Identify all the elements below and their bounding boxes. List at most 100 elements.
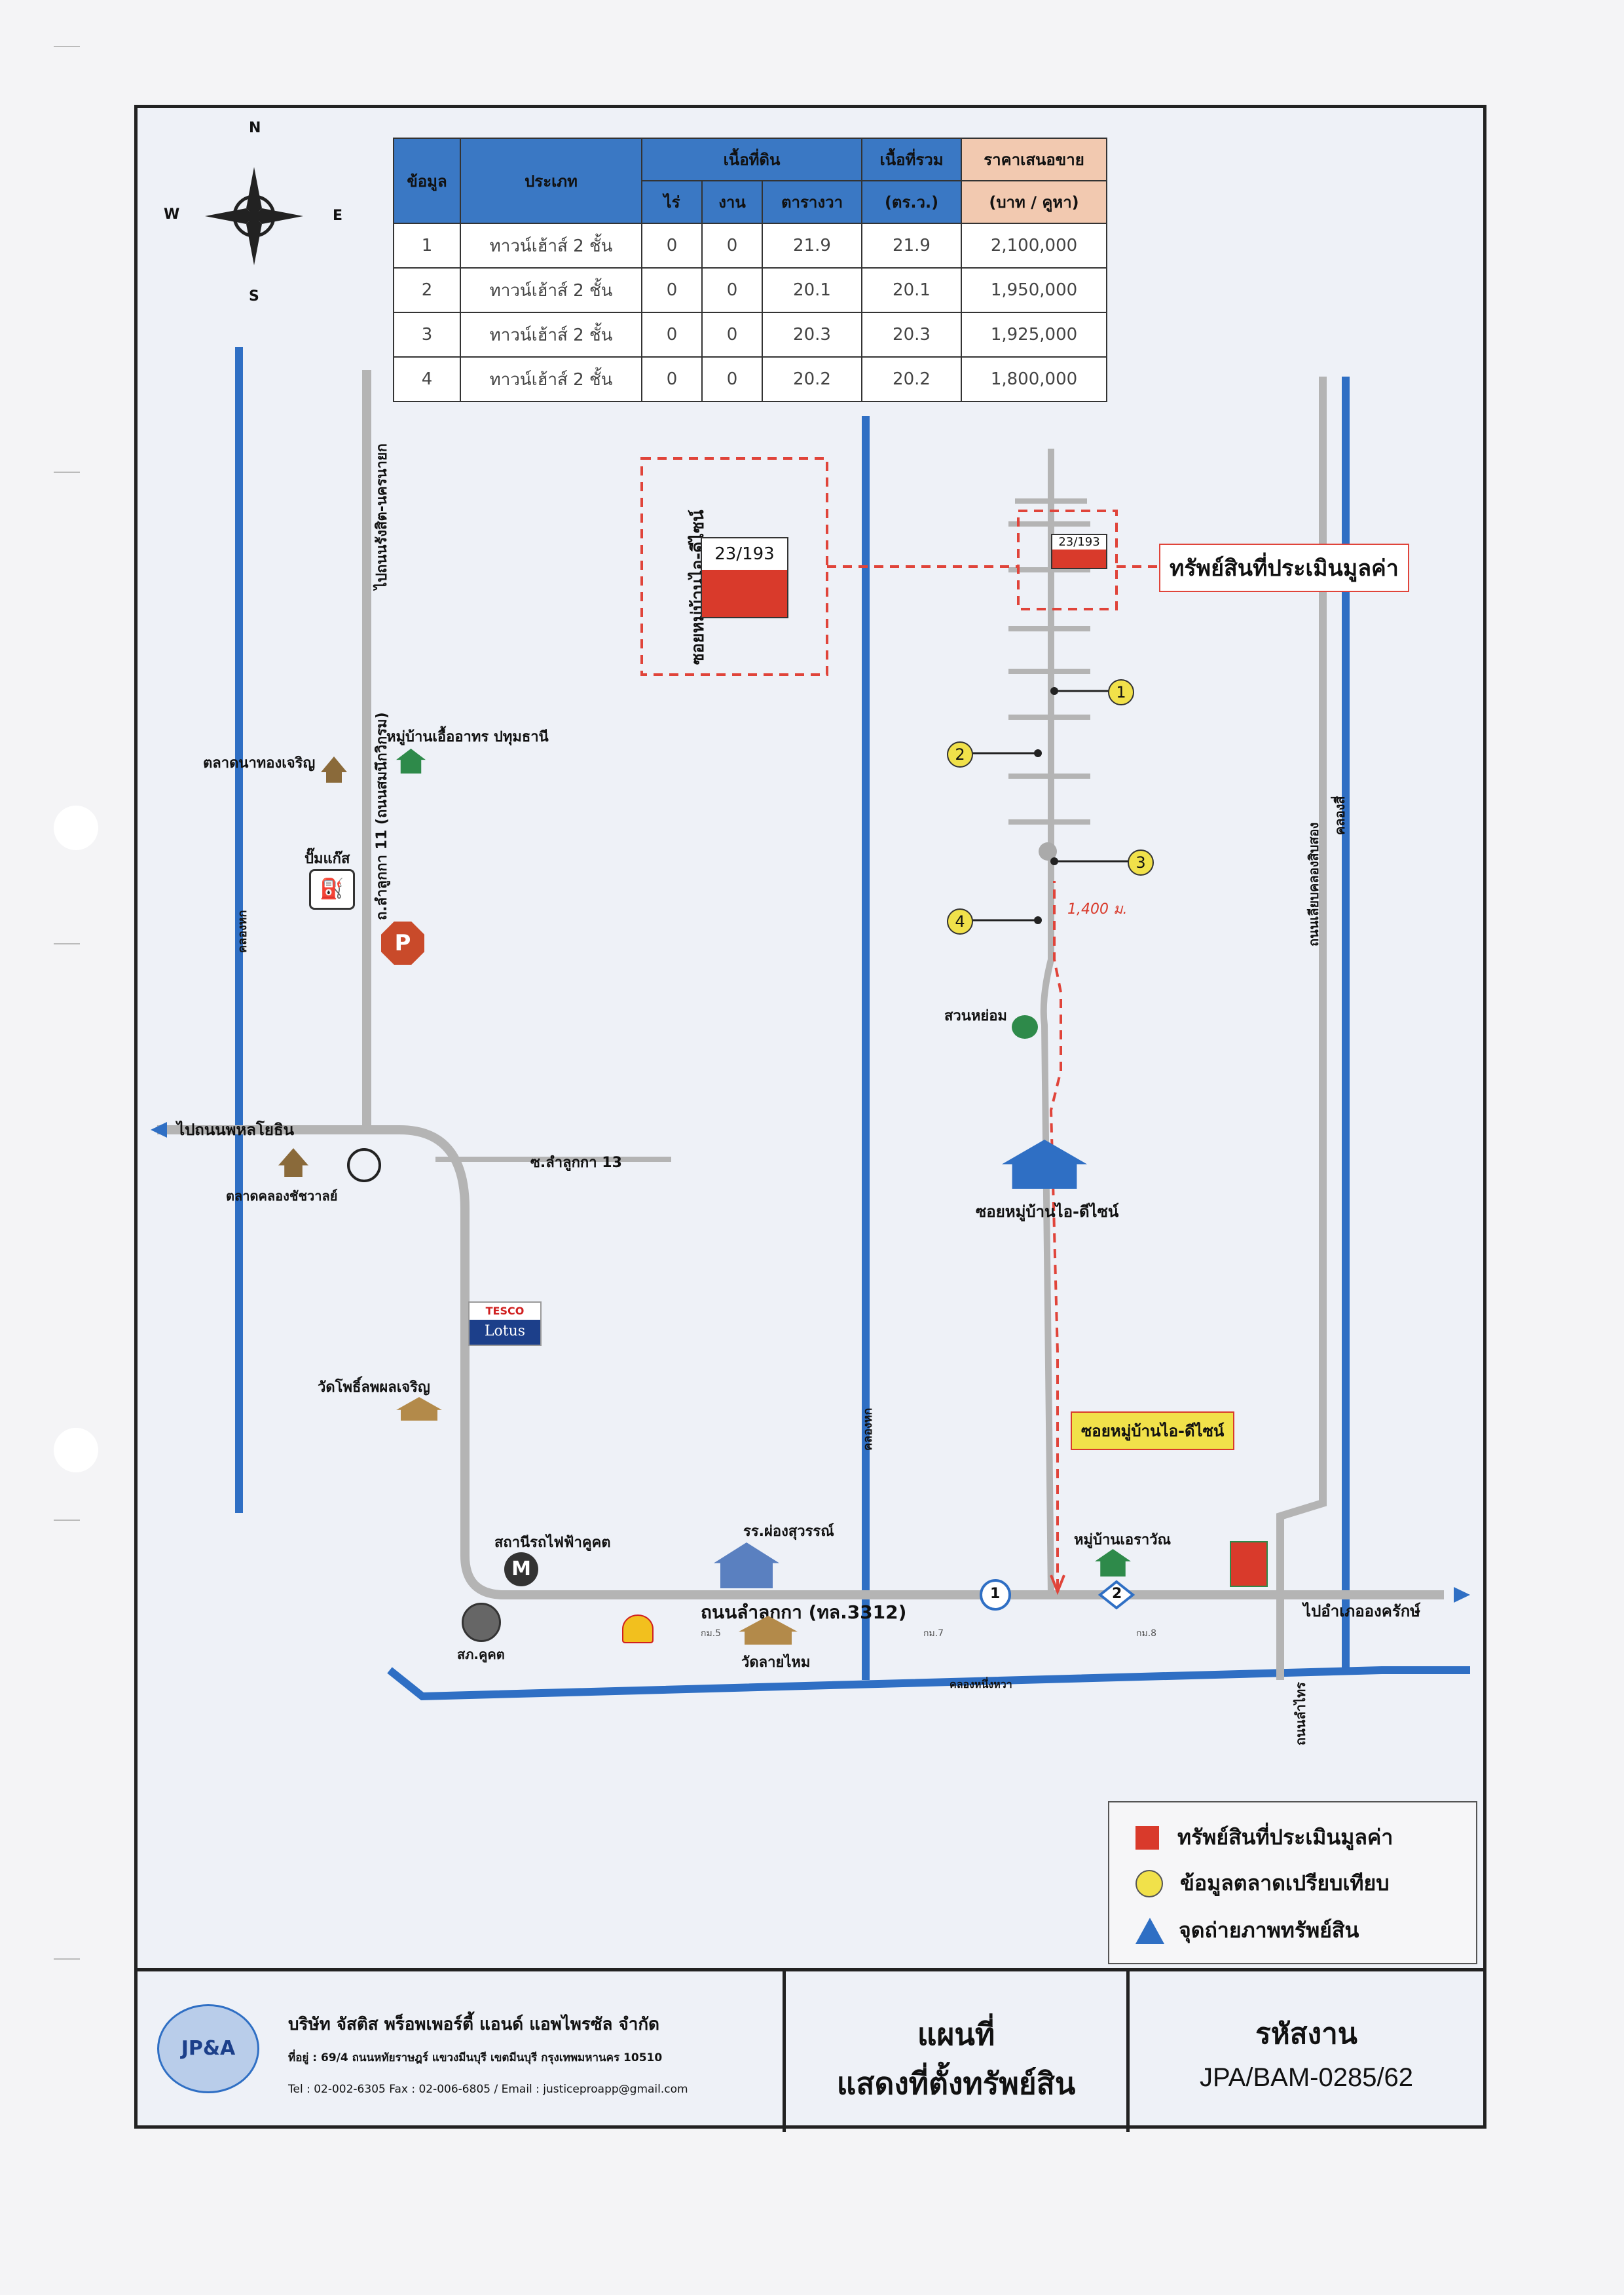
legend-row-subject: ทรัพย์สินที่ประเมินมูลค่า: [1135, 1821, 1393, 1854]
canal-mid-label: คลองหก: [861, 1408, 875, 1451]
cell-price: 1,925,000: [961, 312, 1107, 358]
canal-bottom: [387, 1666, 1470, 1701]
main-road-label: ถนนลำลูกกา (ทล.3312): [701, 1601, 907, 1623]
th-total-unit: (ตร.ว.): [861, 180, 962, 224]
table-row: 4 ทาวน์เฮ้าส์ 2 ชั้น 0 0 20.2 20.2 1,800…: [393, 356, 1107, 402]
poi-km7: กม.7: [923, 1628, 944, 1639]
arrow-phahon: [151, 1122, 167, 1138]
metro-icon: M: [504, 1552, 538, 1586]
poi-suan-hom: สวนหย่อม: [944, 1008, 1007, 1024]
poi-km5: กม.5: [701, 1628, 722, 1639]
legend-photo-label: จุดถ่ายภาพทรัพย์สิน: [1179, 1918, 1359, 1943]
map-sheet: N S E W ข้อมูล ประเภท เนื้อที่ดิน เนื้อท…: [134, 105, 1486, 2132]
distance-label: 1,400 ม.: [1067, 901, 1128, 918]
police-icon: [462, 1603, 501, 1642]
cell-ngan: 0: [701, 267, 763, 313]
cell-no: 2: [393, 267, 461, 313]
th-price-unit: (บาท / คูหา): [961, 180, 1107, 224]
th-ngan: งาน: [701, 180, 763, 224]
road-to-phahon: [157, 1125, 1444, 1599]
photo-point-1-label: 1: [990, 1586, 1001, 1602]
margin-tick: [54, 943, 80, 944]
lotus-text: Lotus: [484, 1323, 526, 1339]
canal-right-label: คลองสี่: [1332, 796, 1348, 835]
cell-price: 1,800,000: [961, 356, 1107, 402]
compass-e: E: [333, 208, 343, 224]
th-land-area: เนื้อที่ดิน: [641, 138, 862, 181]
th-price: ราคาเสนอขาย: [961, 138, 1107, 181]
tesco-lotus-logo: TESCO Lotus: [468, 1301, 542, 1346]
parking-icon: P: [381, 922, 424, 965]
poi-wat-sai: วัดลายไหม: [741, 1654, 811, 1671]
title-block: JP&A บริษัท จัสติส พร็อพเพอร์ตี้ แอนด์ แ…: [138, 1968, 1483, 2132]
cell-rai: 0: [641, 267, 703, 313]
legend-subject-swatch: [1135, 1825, 1159, 1850]
comparable-marker-2: 2: [947, 741, 973, 768]
inset-plot-number: 23/193: [714, 544, 775, 564]
location-map: N S E W ข้อมูล ประเภท เนื้อที่ดิน เนื้อท…: [138, 108, 1483, 1965]
comparable-marker-1: 1: [1108, 679, 1134, 705]
comparable-leaders: [963, 690, 1139, 922]
tesco-text: TESCO: [470, 1303, 540, 1320]
to-phahon-label: ไปถนนพหลโยธิน: [177, 1121, 295, 1139]
side-streets: [1008, 498, 1090, 825]
photo-point-1: [980, 1579, 1011, 1611]
cell-no: 3: [393, 312, 461, 358]
gas-pump-icon: ⛽: [309, 869, 355, 910]
cell-wa: 20.2: [762, 356, 862, 402]
compass-w: W: [164, 206, 180, 223]
company-name: บริษัท จัสติส พร็อพเพอร์ตี้ แอนด์ แอพไพร…: [288, 2015, 659, 2034]
punch-hole: [54, 1428, 98, 1472]
poi-village-uea: หมู่บ้านเอื้ออาทร ปทุมธานี: [386, 729, 549, 745]
company-contact: Tel : 02-002-6305 Fax : 02-006-6805 / Em…: [288, 2083, 688, 2096]
poi-village-eura: หมู่บ้านเอราวัณ: [1074, 1532, 1172, 1548]
cell-ngan: 0: [701, 356, 763, 402]
inset-plot-fill: [702, 570, 787, 617]
road-right: [1276, 377, 1327, 1595]
cell-type: ทาวน์เฮ้าส์ 2 ชั้น: [460, 312, 642, 358]
road-soi-village: [1040, 449, 1054, 1595]
to-ongkharak-label: ไปอำเภอองครักษ์: [1303, 1602, 1421, 1620]
company-logo: JP&A: [157, 2004, 259, 2093]
cell-price: 2,100,000: [961, 223, 1107, 269]
punch-hole: [54, 806, 98, 850]
margin-tick: [54, 1958, 80, 1960]
poi-km8: กม.8: [1136, 1628, 1157, 1639]
th-type: ประเภท: [460, 138, 642, 224]
cell-rai: 0: [641, 312, 703, 358]
seven-eleven-icon: [1230, 1541, 1268, 1587]
compass-n: N: [249, 120, 261, 136]
cell-rai: 0: [641, 356, 703, 402]
cell-type: ทาวน์เฮ้าส์ 2 ชั้น: [460, 267, 642, 313]
cell-wa: 20.3: [762, 312, 862, 358]
photo-point-2-label: 2: [1112, 1586, 1122, 1602]
th-rai: ไร่: [641, 180, 703, 224]
map-title-line2: แสดงที่ตั้งทรัพย์สิน: [836, 2066, 1076, 2101]
road-left-label: ไปถนนรังสิต-นครนายก: [374, 443, 390, 589]
job-code-label: รหัสงาน: [1255, 2017, 1357, 2051]
route-dashed: [1049, 881, 1062, 1588]
cell-wa: 21.9: [762, 223, 862, 269]
subject-plot: 23/193: [1051, 534, 1107, 569]
table-row: 1 ทาวน์เฮ้าส์ 2 ชั้น 0 0 21.9 21.9 2,100…: [393, 223, 1107, 269]
cell-ngan: 0: [701, 223, 763, 269]
poi-school: รร.ผ่องสุวรรณ์: [743, 1523, 834, 1540]
job-code-value: JPA/BAM-0285/62: [1199, 2063, 1414, 2092]
poi-station: สถานีรถไฟฟ้าคูคต: [494, 1535, 611, 1551]
poi-soi-village: ซอยหมู่บ้านไอ-ดีไซน์: [976, 1203, 1119, 1221]
poi-police: สภ.คูคต: [457, 1647, 505, 1662]
photo-point-2: [1098, 1580, 1135, 1610]
road-right-label: ถนนเลียบคลองสิบสอง: [1306, 822, 1321, 946]
poi-soi-sign: ซอยหมู่บ้านไอ-ดีไซน์: [1071, 1411, 1235, 1450]
cell-total: 21.9: [861, 223, 962, 269]
park-icon: [1012, 1015, 1038, 1039]
job-code-cell: รหัสงาน JPA/BAM-0285/62: [1126, 1971, 1483, 2132]
inset-plot: 23/193: [701, 537, 788, 618]
subject-callout: ทรัพย์สินที่ประเมินมูลค่า: [1159, 544, 1409, 592]
legend-comparable-swatch: [1135, 1869, 1163, 1897]
legend-row-photo: จุดถ่ายภาพทรัพย์สิน: [1135, 1914, 1359, 1947]
th-data: ข้อมูล: [393, 138, 461, 224]
margin-tick: [54, 46, 80, 47]
cell-wa: 20.1: [762, 267, 862, 313]
arrow-ongkharak: [1454, 1587, 1470, 1603]
